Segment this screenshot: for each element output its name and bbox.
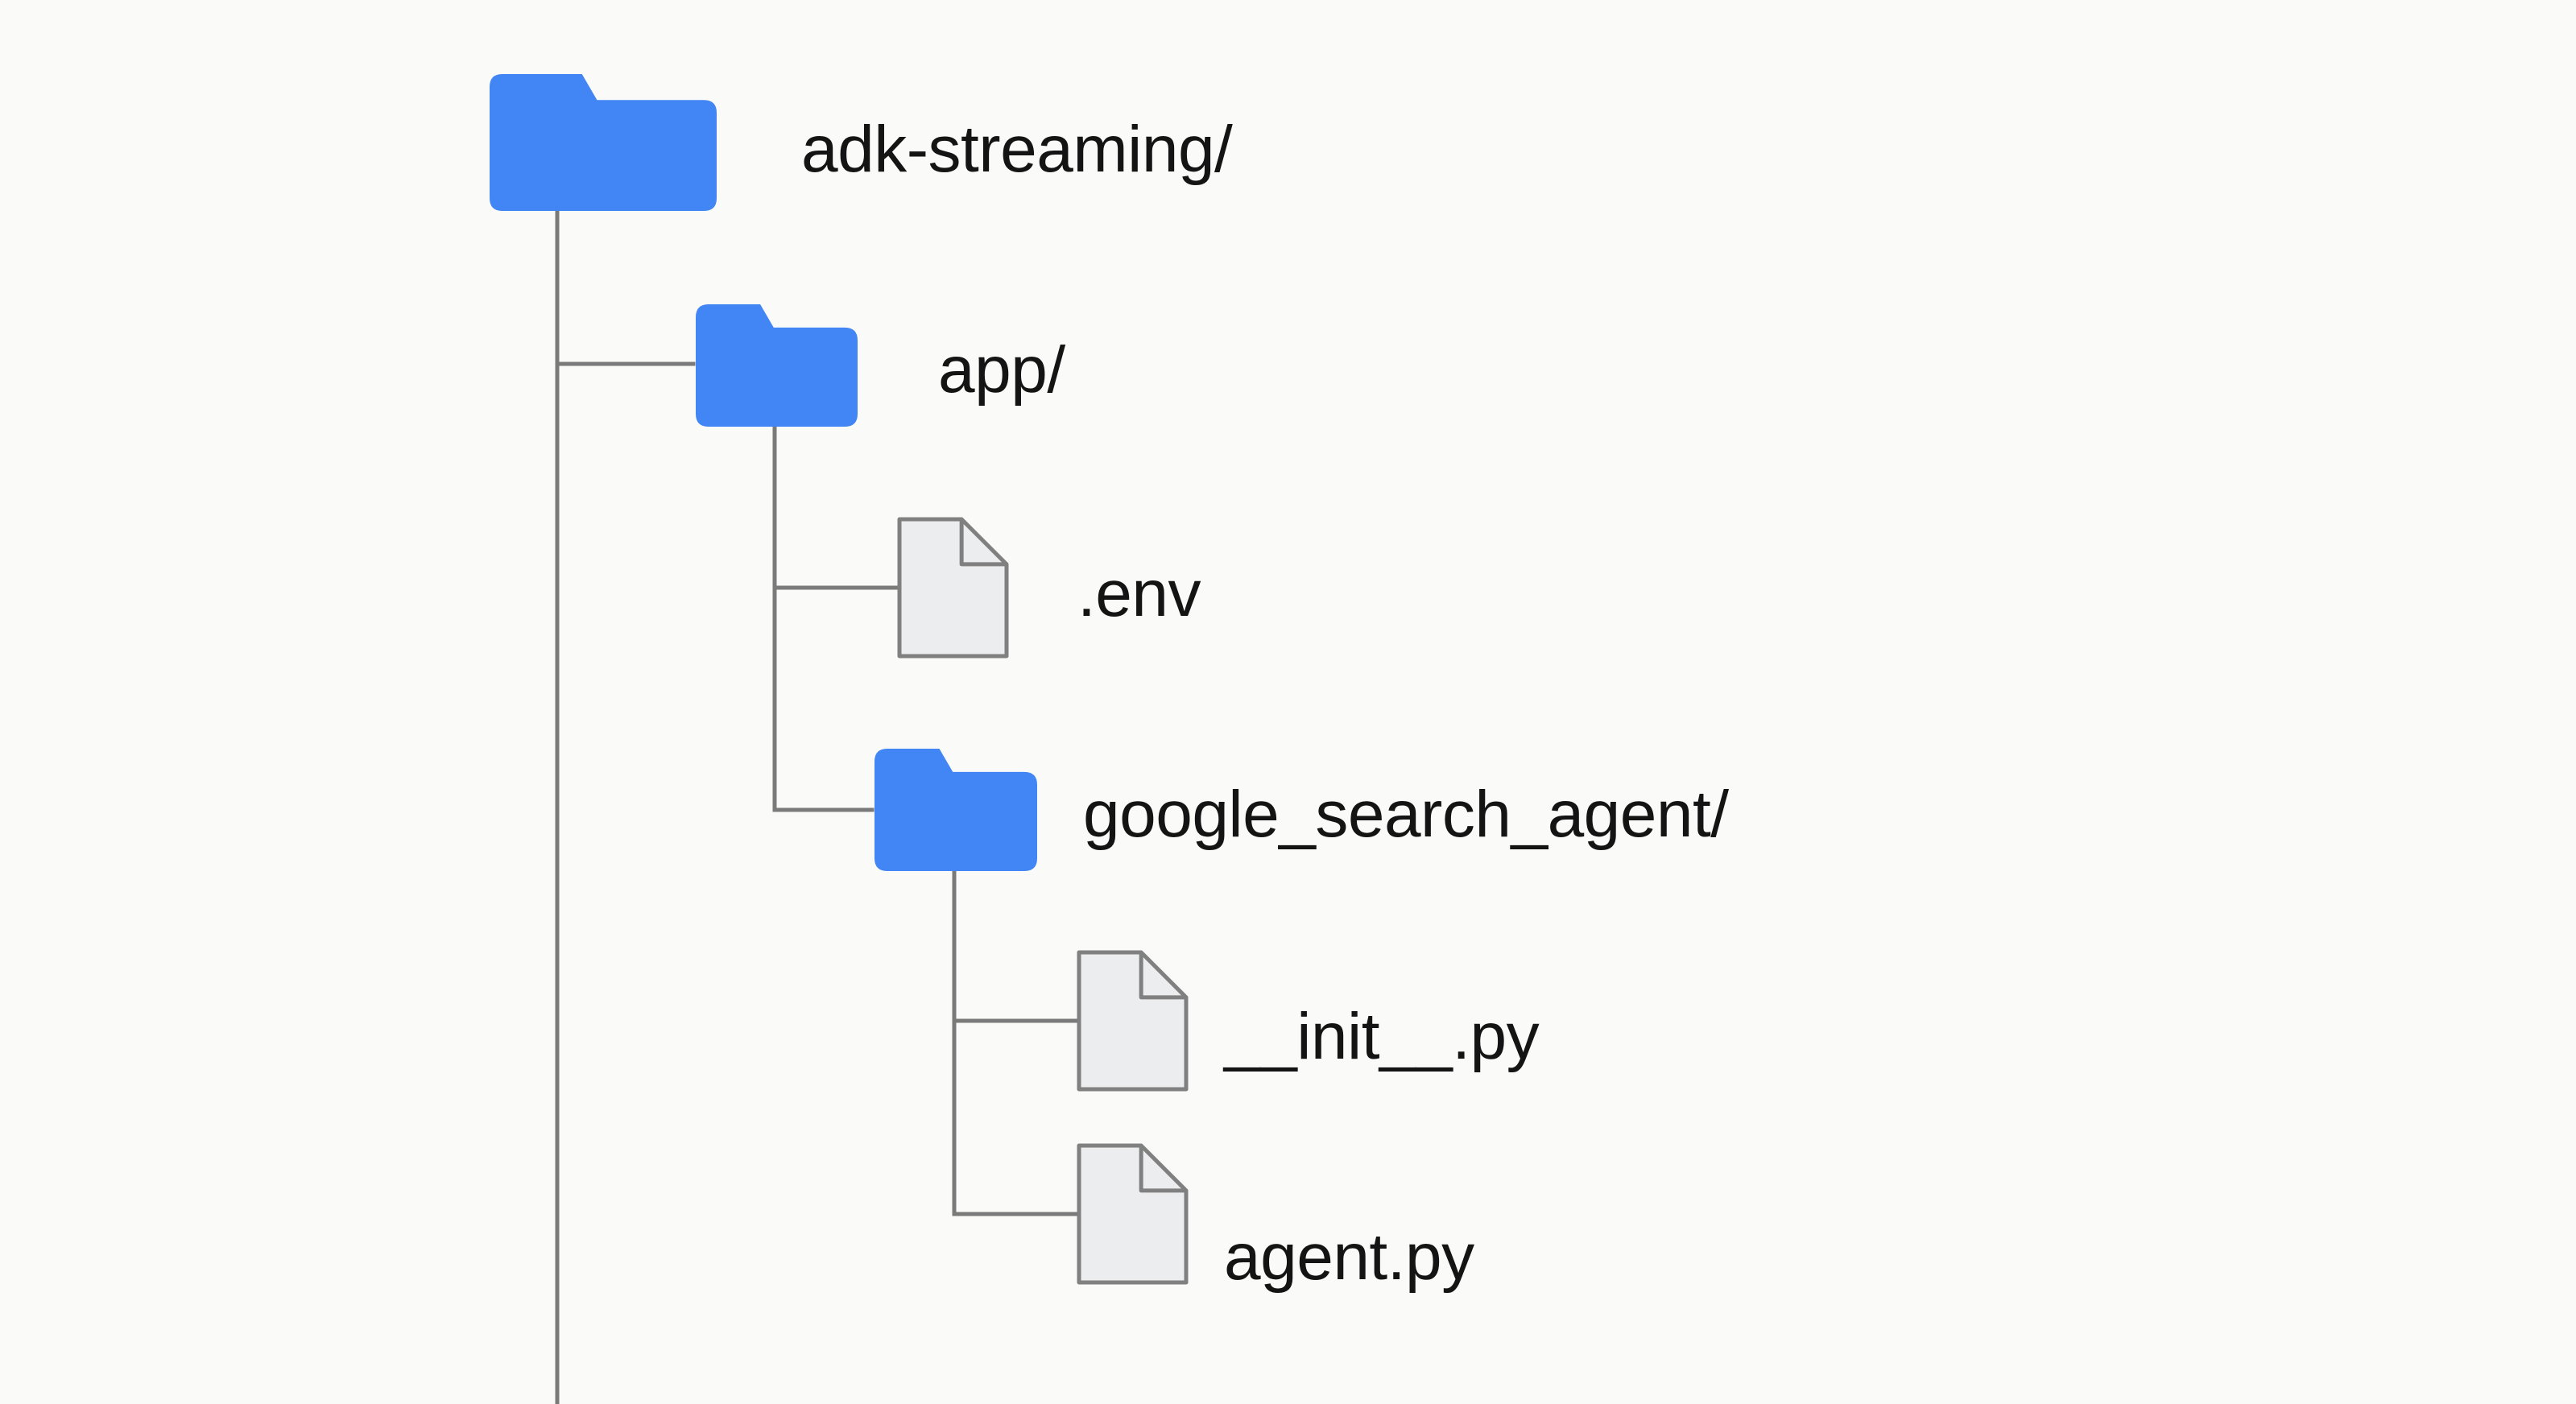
tree-connector (952, 1212, 1080, 1216)
file-fold-corner-icon (959, 519, 1007, 567)
file-icon[interactable] (1077, 1143, 1189, 1285)
tree-connector (772, 585, 900, 590)
folder-icon[interactable] (875, 749, 1037, 871)
tree-connector (555, 211, 560, 1404)
tree-connector (772, 427, 777, 811)
tree-node-google_search_agent[interactable] (875, 749, 1037, 871)
file-fold-corner-icon (1139, 1146, 1186, 1193)
tree-connector (952, 871, 957, 1216)
tree-node-app[interactable] (696, 304, 858, 427)
tree-node-label-env: .env (1077, 557, 1201, 630)
tree-node-env[interactable] (897, 517, 1009, 659)
tree-node-label-init_py: __init__.py (1224, 1000, 1540, 1073)
tree-node-init_py[interactable] (1077, 950, 1189, 1092)
connector-layer (555, 211, 1080, 1404)
tree-node-label-agent_py: agent.py (1224, 1220, 1474, 1294)
file-icon[interactable] (1077, 950, 1189, 1092)
tree-node-label-google_search_agent: google_search_agent/ (1083, 778, 1729, 851)
tree-node-agent_py[interactable] (1077, 1143, 1189, 1285)
folder-icon[interactable] (490, 74, 717, 211)
tree-node-label-root: adk-streaming/ (801, 113, 1233, 186)
file-icon[interactable] (897, 517, 1009, 659)
tree-connector (772, 807, 875, 812)
icon-layer (490, 74, 1189, 1285)
tree-connector (555, 361, 696, 366)
tree-node-label-app: app/ (938, 333, 1065, 407)
folder-icon[interactable] (696, 304, 858, 427)
tree-node-root[interactable] (490, 74, 717, 211)
file-fold-corner-icon (1139, 952, 1186, 1000)
tree-connector (952, 1018, 1080, 1023)
